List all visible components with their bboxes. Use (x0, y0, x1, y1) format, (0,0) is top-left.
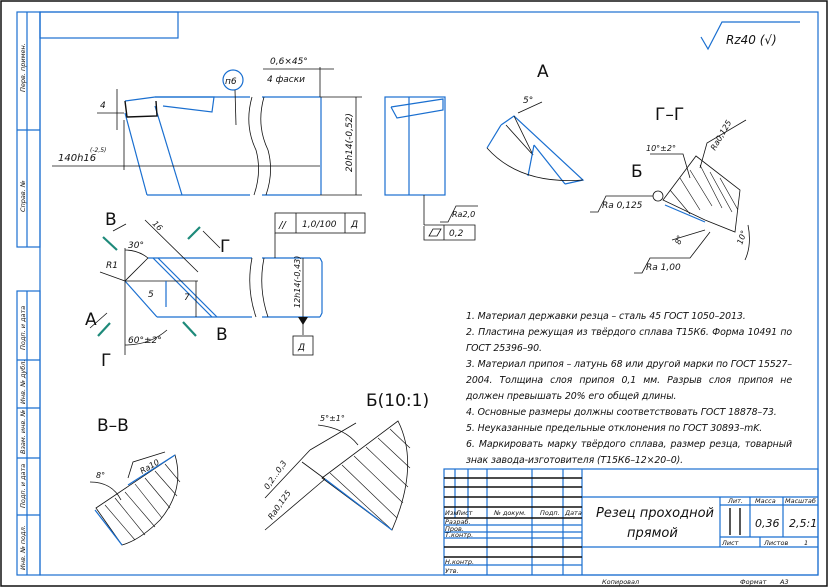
scale-value: 2,5:1 (789, 517, 817, 530)
roughness-ra0125-c: Ra0,125 (266, 489, 293, 522)
header-list: Лист (455, 509, 473, 517)
side-strip: Перв. примен. Справ. № Подп. и дата Инв.… (16, 11, 41, 576)
length-tolerance: (-2,5) (90, 147, 106, 154)
front-view: 140h16 (-2,5) 20h14(-0,52) 4 0,6×45° 4 ф… (52, 57, 362, 196)
view-a-label: А (537, 62, 549, 82)
parallelism-value: 1,0/100 (302, 220, 337, 230)
general-roughness: Rz40 (√) (700, 21, 800, 51)
sheets-label: Листов (763, 539, 788, 547)
detail-b-label: Б(10:1) (366, 391, 429, 411)
roughness-ra10: Ra10 (139, 458, 161, 476)
plan-view: 12h14(-0,43) Д // 1,0/100 Д 30° 16 R1 5 … (85, 210, 366, 371)
roughness-ra20: Ra2,0 (452, 210, 475, 219)
top-left-box (39, 11, 179, 39)
note-item: 2. Пластина режущая из твёрдого сплава Т… (466, 327, 792, 354)
roughness-ra0125-a: Ra0,125 (709, 119, 733, 152)
sheet-label: Лист (721, 539, 739, 547)
dim-16: 16 (151, 219, 165, 233)
note-item: 4. Основные размеры должны соответствова… (466, 407, 777, 418)
section-gg-label: Г–Г (655, 105, 684, 125)
section-gg: Г–Г Б Ra 0,125 Ra 1,00 Ra0,125 10°±2° 8°… (590, 105, 750, 274)
detail-b-mark: Б (631, 162, 643, 182)
detail-b: Б(10:1) 5°±1° 0,2...0,3 Ra0,125 (262, 391, 429, 531)
section-mark-g: Г (101, 351, 111, 371)
mass-value: 0,36 (755, 517, 780, 530)
strip-label: Инв. № дубл. (19, 360, 27, 404)
title-block: Изм Лист № докум. Подп. Дата Разраб. Про… (443, 468, 819, 586)
roughness-general-text: Rz40 (√) (726, 33, 777, 47)
note-item: 3. Материал припоя – латунь 68 или друго… (466, 359, 792, 402)
angle-5-1: 5°±1° (320, 414, 345, 423)
section-vv: В–В Ra10 8° (89, 416, 181, 546)
angle-5: 5° (523, 96, 533, 106)
role-norm-control: Н.контр. (445, 558, 474, 566)
scale-label: Масштаб (785, 497, 816, 505)
chamfer-dimension: 0,6×45° (270, 57, 308, 67)
parallelism-symbol: // (278, 220, 287, 231)
datum-box: Д (297, 343, 305, 353)
strip-label: Взам. инв. № (19, 410, 27, 454)
chamfer-note: 4 фаски (267, 75, 305, 85)
header-date: Дата (564, 509, 582, 517)
note-item: 1. Материал державки резца – сталь 45 ГО… (466, 311, 746, 322)
dim-7: 7 (184, 293, 190, 303)
note-item: 6. Маркировать марку твёрдого сплава, ра… (466, 439, 792, 466)
strip-label: Подп. и дата (19, 306, 27, 350)
view-mark-a: А (85, 310, 97, 330)
section-mark-v: В (216, 325, 228, 345)
role-checker: Пров. (445, 525, 464, 533)
dim-5: 5 (148, 290, 154, 300)
section-mark-g: Г (220, 237, 230, 257)
sheets-value: 1 (804, 539, 808, 547)
insert-offset-dimension: 4 (100, 101, 106, 111)
mass-label: Масса (755, 497, 776, 505)
angle-60: 60°±2° (128, 336, 162, 346)
view-a: А 5° (486, 62, 585, 185)
flatness-value: 0,2 (449, 229, 464, 239)
strip-label: Перв. примен. (19, 43, 27, 92)
format-value: А3 (779, 578, 789, 586)
note-item: 5. Неуказанные предельные отклонения по … (466, 423, 763, 434)
strip-label: Справ. № (19, 180, 27, 212)
header-doc: № докум. (493, 509, 526, 517)
format-label: Формат (740, 578, 767, 586)
drawing-title: Резец проходной (596, 506, 714, 521)
height-dimension: 20h14(-0,52) (345, 113, 355, 172)
drawing-title-line2: прямой (627, 526, 678, 541)
angle-10: 10° (735, 229, 748, 245)
angle-10-2: 10°±2° (646, 144, 676, 153)
angle-30: 30° (128, 241, 144, 251)
copied-label: Копировал (602, 578, 639, 586)
role-developer: Разраб. (445, 518, 471, 526)
strip-label: Подп. и дата (19, 464, 27, 508)
role-approved: Утв. (445, 567, 459, 575)
radius-r1: R1 (106, 261, 118, 271)
strip-label: Инв. № подл. (19, 525, 27, 570)
width-dimension: 12h14(-0,43) (293, 256, 302, 308)
lit-label: Лит. (727, 497, 743, 505)
section-vv-label: В–В (97, 416, 129, 436)
angle-8-vv: 8° (96, 471, 105, 480)
header-sign: Подп. (540, 509, 560, 517)
header-izm: Изм (445, 509, 458, 517)
technical-requirements: 1. Материал державки резца – сталь 45 ГО… (466, 309, 792, 469)
roughness-ra0125-b: Ra 0,125 (602, 201, 643, 211)
angle-8: 8° (673, 234, 685, 246)
side-view: 0,2 Ra2,0 (384, 96, 478, 241)
parallelism-datum: Д (350, 220, 358, 230)
position-balloon: п6 (225, 77, 237, 87)
role-tech-control: Т.контр. (445, 531, 473, 539)
length-dimension: 140h16 (58, 153, 96, 164)
section-mark-v: В (105, 210, 117, 230)
roughness-ra100: Ra 1,00 (646, 263, 681, 273)
